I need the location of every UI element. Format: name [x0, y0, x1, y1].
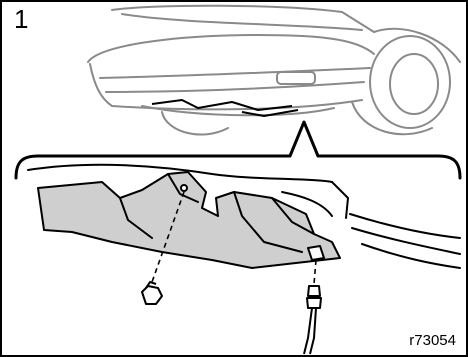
detail-view [28, 165, 460, 268]
engine-under-cover [38, 172, 340, 268]
zoom-callout [16, 122, 460, 178]
figure-code: r73054 [409, 332, 456, 349]
step-number: 1 [14, 4, 28, 35]
clip-part [142, 282, 162, 304]
screwdriver-tool [304, 286, 321, 354]
